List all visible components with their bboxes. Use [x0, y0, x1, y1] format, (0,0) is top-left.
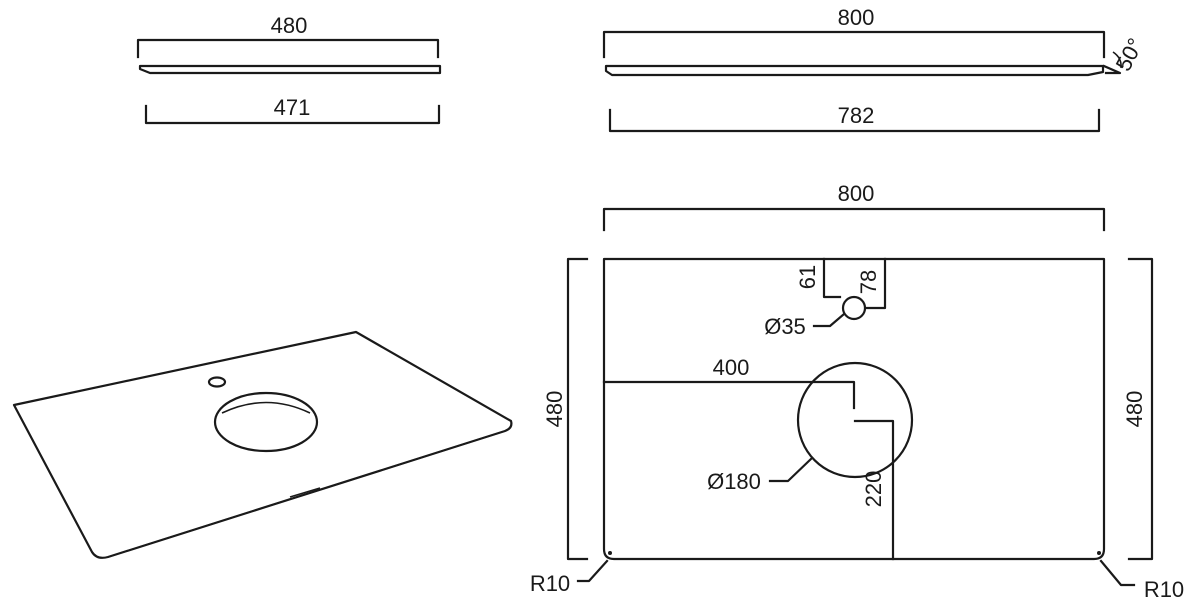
- perspective-view: [12, 330, 513, 559]
- dim-label-800-plan: 800: [838, 181, 875, 206]
- side-view-short: 480 471: [136, 13, 442, 125]
- dim-line-480-left: [566, 257, 589, 561]
- angle-arc: [1112, 51, 1122, 69]
- dim-line-782: [608, 108, 1101, 133]
- dim-line-800-plan: [602, 207, 1106, 232]
- countertop-3d-front-edge: [107, 430, 506, 558]
- side-view-long: 800 50° 782: [602, 5, 1149, 133]
- dim-label-480: 480: [271, 13, 308, 38]
- leader-radius-left: [576, 559, 609, 583]
- angle-label: 50°: [1111, 34, 1149, 75]
- countertop-3d-outline: [12, 330, 513, 559]
- dim-line-480-right: [1127, 257, 1154, 561]
- tap-hole: [841, 295, 867, 321]
- countertop-3d-seam: [289, 487, 321, 498]
- basin-cutout-3d: [213, 391, 319, 453]
- dim-label-78: 78: [856, 270, 881, 294]
- dim-line-471: [144, 104, 441, 125]
- dim-label-480-right: 480: [1122, 391, 1147, 428]
- corner-radius-point-left: [608, 551, 612, 555]
- basin-diameter-label: Ø180: [707, 469, 761, 494]
- tap-hole-diameter-label: Ø35: [764, 314, 806, 339]
- angle-marker: [1102, 64, 1122, 75]
- tap-hole-3d: [207, 376, 227, 388]
- dim-label-400: 400: [713, 355, 750, 380]
- dim-line-800-top: [602, 30, 1106, 59]
- dim-label-480-left: 480: [542, 391, 567, 428]
- corner-radius-point-right: [1097, 551, 1101, 555]
- dim-line-61: [822, 257, 842, 299]
- leader-radius-right: [1099, 559, 1136, 587]
- dim-label-61: 61: [795, 265, 820, 289]
- leader-tap-hole: [812, 312, 846, 328]
- radius-label-right: R10: [1144, 577, 1184, 602]
- countertop-profile-short: [138, 64, 442, 75]
- basin-cutout-3d-inner: [221, 401, 311, 414]
- dim-label-800-top: 800: [838, 5, 875, 30]
- plan-view: 800 480 480 61 78 Ø35 400 220 Ø180 R10 R…: [530, 181, 1184, 602]
- dim-label-471: 471: [274, 95, 311, 120]
- dim-line-220: [853, 419, 895, 561]
- basin-cutout: [796, 361, 914, 479]
- radius-label-left: R10: [530, 571, 570, 596]
- dim-label-782: 782: [838, 103, 875, 128]
- dim-line-78: [864, 257, 887, 310]
- dim-label-220: 220: [861, 471, 886, 508]
- dim-line-480: [136, 38, 440, 59]
- countertop-profile-long: [604, 64, 1105, 77]
- leader-basin: [768, 456, 814, 483]
- dim-line-400: [602, 380, 856, 410]
- countertop-plan-outline: [602, 257, 1106, 561]
